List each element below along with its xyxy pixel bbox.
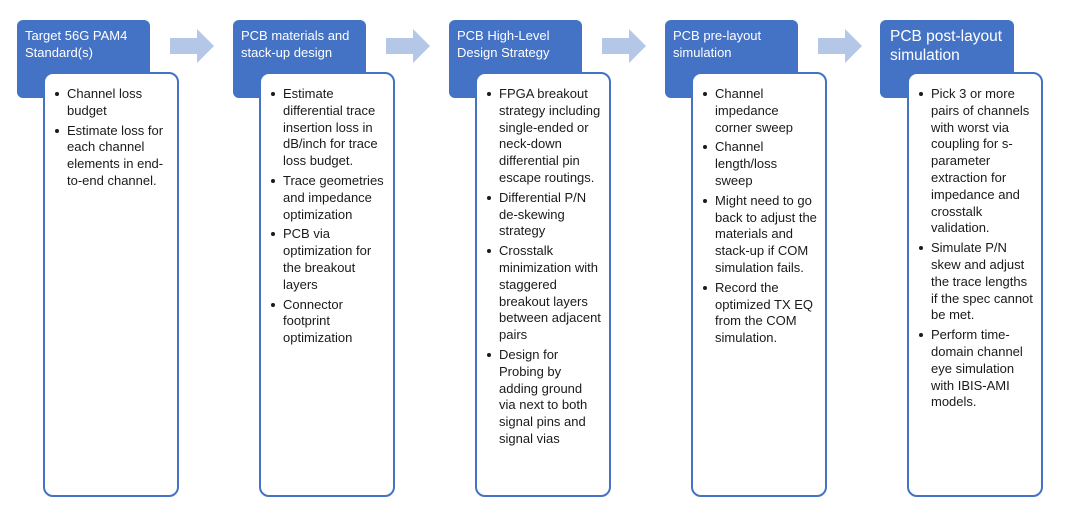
step-4-bullet: Channel impedance corner sweep [703, 86, 817, 136]
step-2-bullet: PCB via optimization for the breakout la… [271, 226, 385, 293]
step-4-bullet: Record the optimized TX EQ from the COM … [703, 280, 817, 347]
step-2-bullet: Estimate differential trace insertion lo… [271, 86, 385, 170]
step-2-bullets: Estimate differential trace insertion lo… [271, 86, 385, 347]
step-3-bullet: FPGA breakout strategy including single-… [487, 86, 601, 187]
arrow-right-icon [818, 29, 862, 63]
step-5-title: PCB post-layout simulation [890, 28, 1002, 64]
step-3-bullets: FPGA breakout strategy including single-… [487, 86, 601, 448]
step-2-bullet: Connector footprint optimization [271, 297, 385, 347]
step-5-bullet: Perform time-domain channel eye simulati… [919, 327, 1033, 411]
step-1-title: Target 56G PAM4 Standard(s) [25, 28, 128, 60]
step-1-bullet: Estimate loss for each channel elements … [55, 123, 169, 190]
step-2-title: PCB materials and stack-up design [241, 28, 350, 60]
arrow-right-icon [602, 29, 646, 63]
step-3-bullet: Crosstalk minimization with staggered br… [487, 243, 601, 344]
step-5-bullets: Pick 3 or more pairs of channels with wo… [919, 86, 1033, 411]
step-5-box: Pick 3 or more pairs of channels with wo… [907, 72, 1043, 497]
step-4-bullet: Might need to go back to adjust the mate… [703, 193, 817, 277]
arrow-right-icon [386, 29, 430, 63]
step-4-bullet: Channel length/loss sweep [703, 139, 817, 189]
step-4-title: PCB pre-layout simulation [673, 28, 762, 60]
step-1-bullets: Channel loss budget Estimate loss for ea… [55, 86, 169, 190]
step-3-title: PCB High-Level Design Strategy [457, 28, 550, 60]
step-3-bullet: Differential P/N de-skewing strategy [487, 190, 601, 240]
step-3-bullet: Design for Probing by adding ground via … [487, 347, 601, 448]
arrow-right-icon [170, 29, 214, 63]
step-2-bullet: Trace geometries and impedance optimizat… [271, 173, 385, 223]
step-4-bullets: Channel impedance corner sweep Channel l… [703, 86, 817, 347]
step-4-box: Channel impedance corner sweep Channel l… [691, 72, 827, 497]
step-1-box: Channel loss budget Estimate loss for ea… [43, 72, 179, 497]
step-5-bullet: Simulate P/N skew and adjust the trace l… [919, 240, 1033, 324]
step-1-bullet: Channel loss budget [55, 86, 169, 120]
step-5-bullet: Pick 3 or more pairs of channels with wo… [919, 86, 1033, 237]
step-2-box: Estimate differential trace insertion lo… [259, 72, 395, 497]
step-3-box: FPGA breakout strategy including single-… [475, 72, 611, 497]
